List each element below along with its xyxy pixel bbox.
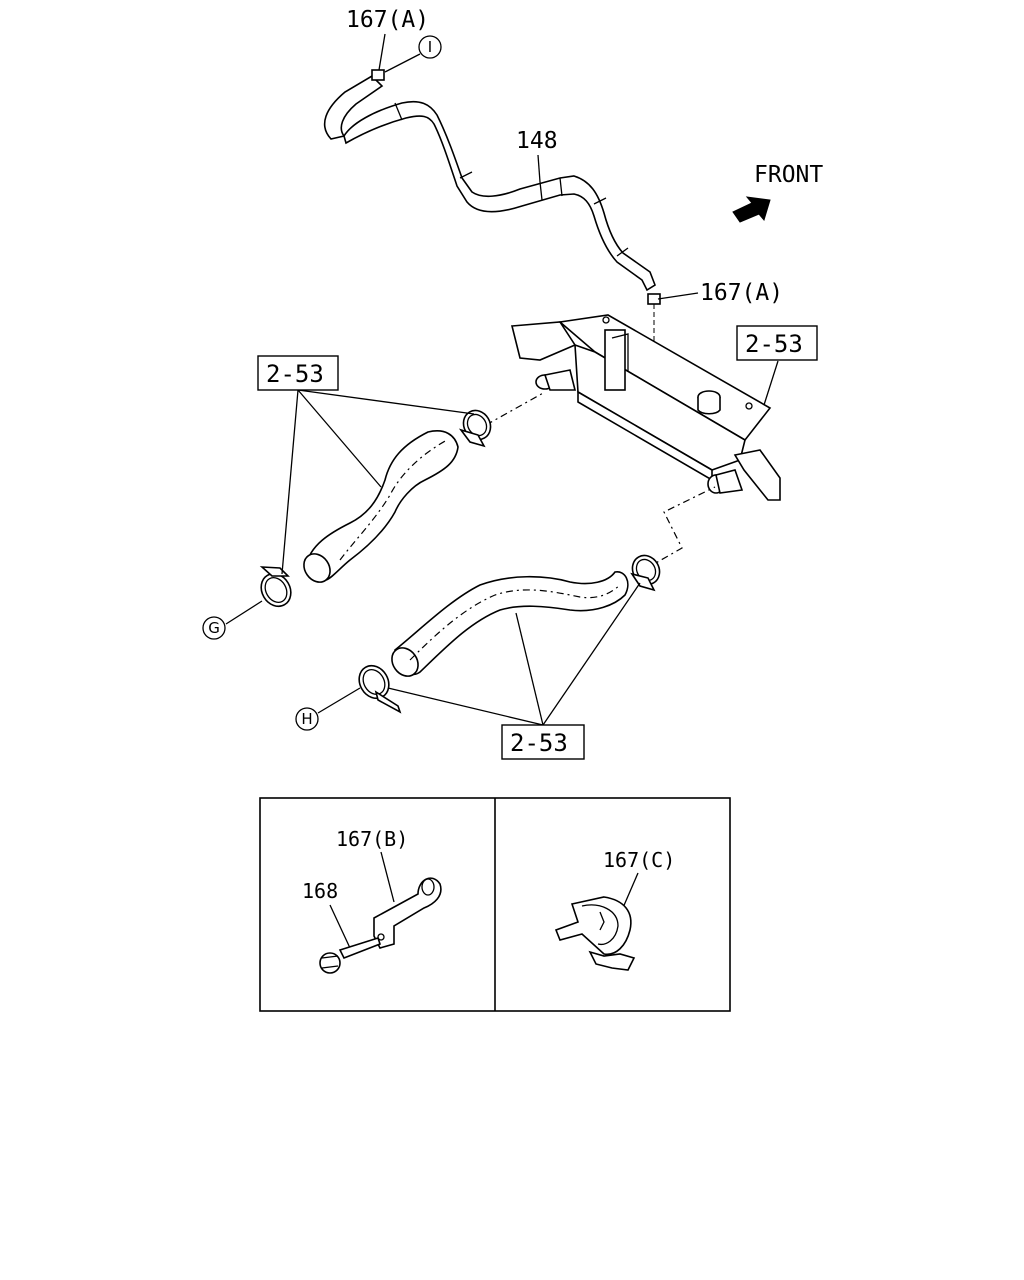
inset-right: 167(C)	[554, 848, 675, 971]
leader-lines	[225, 33, 779, 726]
inset-panels	[259, 797, 731, 1012]
circle-marker-h: H	[295, 707, 319, 731]
inset-left: 167(B) 168	[302, 827, 442, 974]
ref-2-53-left-label: 2-53	[266, 360, 324, 388]
ref-box-2-53-left[interactable]: 2-53	[257, 355, 339, 391]
inset-left-bolt-label: 168	[302, 879, 338, 903]
front-arrow-icon	[732, 196, 771, 223]
callout-167a-mid: 167(A)	[700, 280, 783, 306]
ref-box-2-53-bottom[interactable]: 2-53	[501, 724, 585, 760]
bolt-168	[319, 937, 381, 974]
circle-marker-g: G	[202, 616, 226, 640]
circle-g-label: G	[208, 619, 220, 637]
callout-148: 148	[516, 128, 558, 154]
circle-i-label: I	[428, 38, 432, 56]
coolant-hose-upper	[259, 391, 546, 608]
callout-167a-top: 167(A)	[346, 7, 429, 33]
clip-167c	[554, 896, 636, 971]
clip-167b	[373, 877, 442, 949]
circle-h-label: H	[301, 710, 312, 728]
ref-2-53-bottom-label: 2-53	[510, 729, 568, 757]
coolant-hose-lower	[358, 486, 716, 714]
ref-box-2-53-right[interactable]: 2-53	[736, 325, 818, 361]
inset-right-clip-label: 167(C)	[603, 848, 675, 872]
front-direction-arrow: FRONT	[732, 162, 823, 223]
circle-marker-i: I	[418, 35, 442, 59]
ref-2-53-right-label: 2-53	[745, 330, 803, 358]
front-label: FRONT	[754, 162, 823, 188]
oil-cooler-assembly	[510, 314, 781, 501]
inset-left-clip-label: 167(B)	[336, 827, 408, 851]
